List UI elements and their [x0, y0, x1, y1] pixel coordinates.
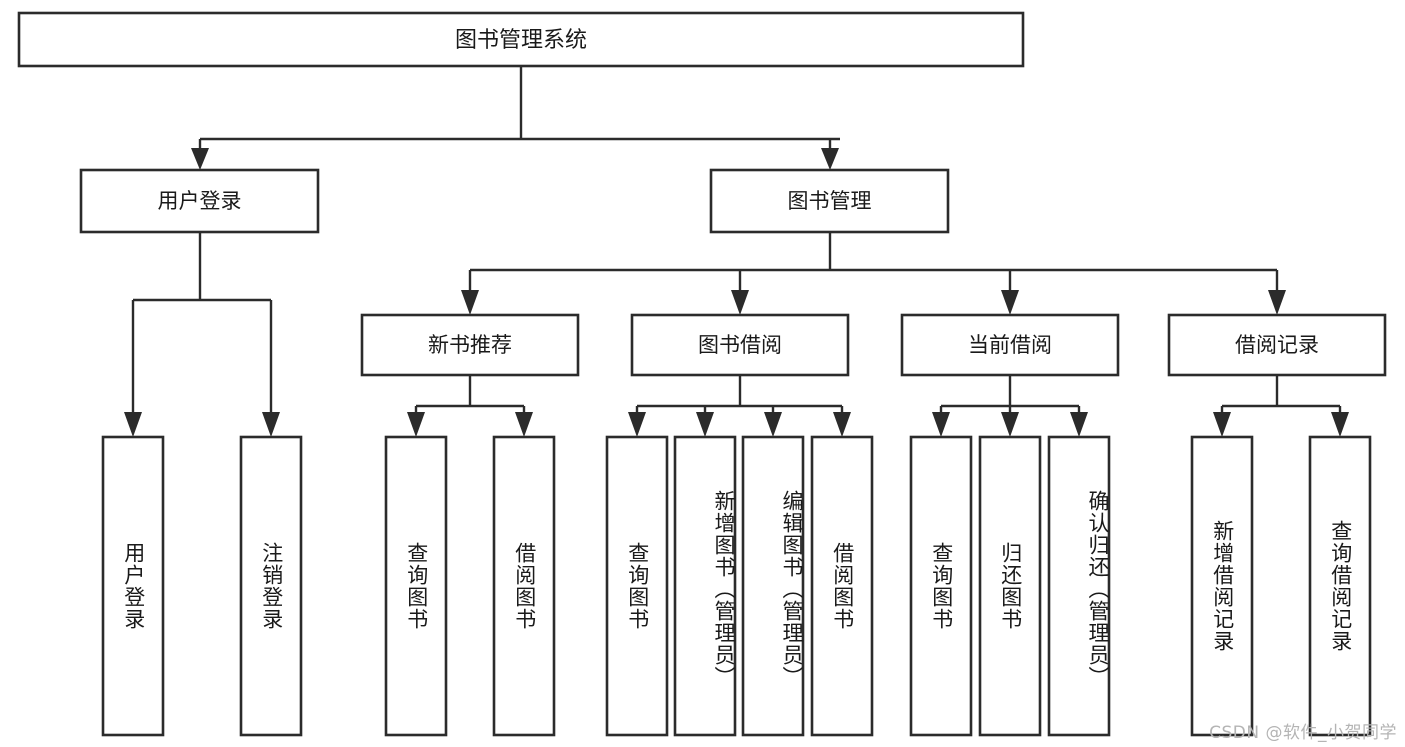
leaf-box-query-book-2[interactable]	[605, 435, 669, 737]
arrow-to-borrow-record	[1268, 290, 1286, 315]
leaf-box-add-record[interactable]	[1190, 435, 1254, 737]
node-current-borrow[interactable]: 当前借阅	[900, 313, 1120, 377]
node-current-borrow-label: 当前借阅	[968, 333, 1052, 357]
arrow-to-leaf-confirm-return	[1070, 412, 1088, 437]
arrow-to-leaf-query-book-1	[407, 412, 425, 437]
connector-layer	[124, 66, 1349, 437]
leaf-box-query-book-1[interactable]	[384, 435, 448, 737]
node-root-label: 图书管理系统	[455, 28, 587, 53]
node-new-book-recommend-label: 新书推荐	[428, 333, 512, 357]
leaf-box-query-book-3[interactable]	[909, 435, 973, 737]
node-book-management[interactable]: 图书管理	[709, 168, 950, 234]
node-book-borrow-label: 图书借阅	[698, 333, 782, 357]
node-root[interactable]: 图书管理系统	[17, 11, 1025, 68]
leaf-box-edit-book[interactable]	[741, 435, 805, 737]
node-root-box[interactable]	[17, 11, 1025, 68]
arrow-to-leaf-query-book-3	[932, 412, 950, 437]
node-new-book-recommend[interactable]: 新书推荐	[360, 313, 580, 377]
arrow-to-leaf-logout	[262, 412, 280, 437]
leaf-box-return-book[interactable]	[978, 435, 1042, 737]
leaf-box-confirm-return[interactable]	[1047, 435, 1111, 737]
arrow-to-book-management	[821, 148, 839, 170]
leaf-box-borrow-book-2[interactable]	[810, 435, 874, 737]
node-book-management-box[interactable]	[709, 168, 950, 234]
arrow-to-current-borrow	[1001, 290, 1019, 315]
node-user-login-label: 用户登录	[158, 189, 242, 213]
arrow-to-leaf-user-login	[124, 412, 142, 437]
leaf-box-query-record[interactable]	[1308, 435, 1372, 737]
leaf-box-borrow-book-1[interactable]	[492, 435, 556, 737]
node-user-login-box[interactable]	[79, 168, 320, 234]
node-book-borrow[interactable]: 图书借阅	[630, 313, 850, 377]
node-new-book-recommend-box[interactable]	[360, 313, 580, 377]
leaf-box-logout[interactable]	[239, 435, 303, 737]
node-user-login[interactable]: 用户登录	[79, 168, 320, 234]
arrow-to-leaf-borrow-book-2	[833, 412, 851, 437]
arrow-to-book-borrow	[731, 290, 749, 315]
arrow-to-leaf-edit-book	[764, 412, 782, 437]
node-current-borrow-box[interactable]	[900, 313, 1120, 377]
arrow-to-leaf-return-book	[1001, 412, 1019, 437]
arrow-to-leaf-add-book	[696, 412, 714, 437]
node-borrow-record-label: 借阅记录	[1235, 333, 1319, 357]
node-book-borrow-box[interactable]	[630, 313, 850, 377]
leaf-box-user-login[interactable]	[101, 435, 165, 737]
leaf-box-layer	[101, 435, 1372, 737]
leaf-box-add-book[interactable]	[673, 435, 737, 737]
node-borrow-record-box[interactable]	[1167, 313, 1387, 377]
arrow-to-user-login	[191, 148, 209, 170]
node-borrow-record[interactable]: 借阅记录	[1167, 313, 1387, 377]
arrow-to-leaf-add-record	[1213, 412, 1231, 437]
arrow-to-leaf-query-record	[1331, 412, 1349, 437]
arrow-to-leaf-borrow-book-1	[515, 412, 533, 437]
arrow-to-leaf-query-book-2	[628, 412, 646, 437]
arrow-to-new-book-recommend	[461, 290, 479, 315]
node-book-management-label: 图书管理	[788, 189, 872, 213]
